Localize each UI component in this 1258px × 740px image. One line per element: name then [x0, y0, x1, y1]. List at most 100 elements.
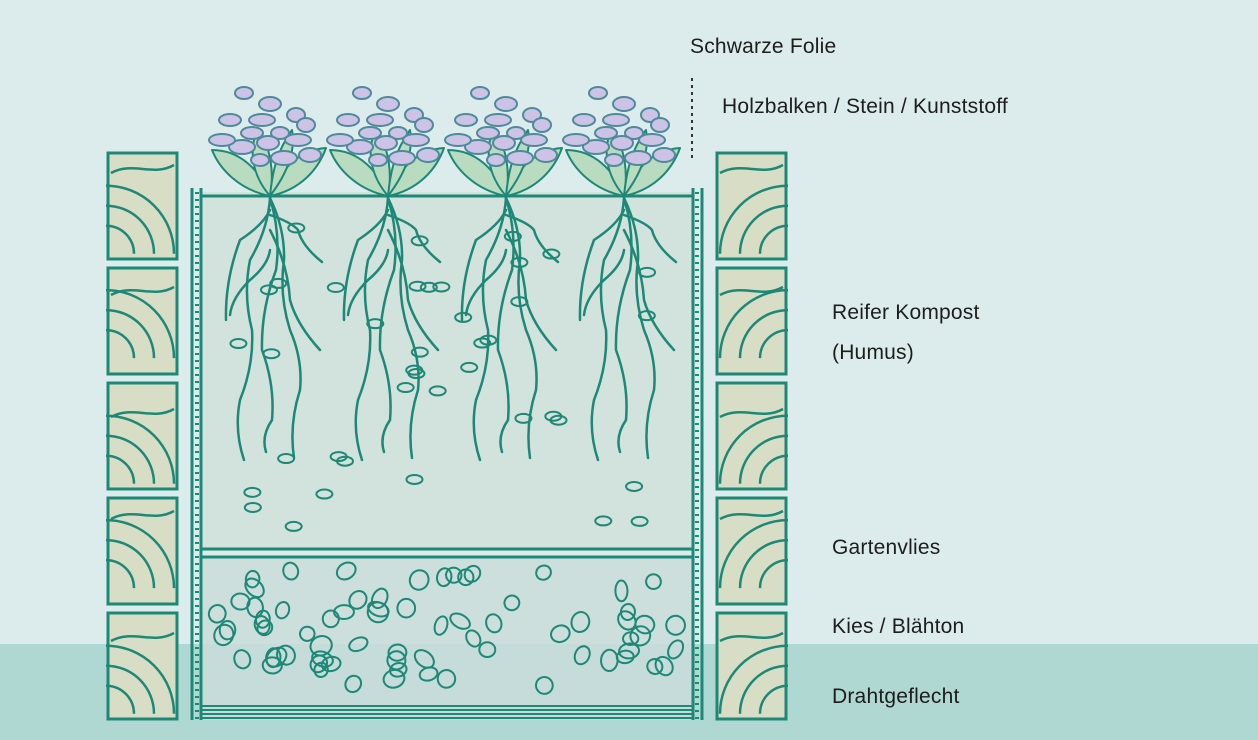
gravel-pebble [600, 648, 619, 673]
gravel-pebble [449, 612, 471, 630]
flower-bud [374, 135, 398, 151]
gravel-pebble [570, 611, 591, 634]
plant-root [268, 196, 302, 460]
gravel-pebble [645, 573, 662, 590]
plants [208, 86, 681, 462]
gravel-pebble [370, 587, 389, 610]
label-wire-mesh: Drahtgeflecht [832, 685, 960, 708]
gravel-pebble [387, 643, 408, 662]
plant [562, 86, 681, 462]
compost-particle [544, 410, 563, 422]
gravel-pebble [457, 568, 475, 587]
flower-bud [506, 126, 526, 140]
plant-root [386, 228, 440, 352]
flower-bud [402, 133, 430, 147]
flower-bud [444, 133, 472, 147]
gravel-pebble [382, 668, 406, 689]
flower-bud [270, 150, 298, 166]
bed-container [190, 188, 704, 720]
flower-bud [228, 139, 256, 155]
gravel-pebble [253, 615, 271, 635]
flower-bud [572, 113, 596, 127]
flower-bud [520, 133, 548, 147]
flower-bud [388, 126, 408, 140]
compost-particle [594, 515, 613, 527]
gravel-pebble [218, 619, 237, 641]
plant-root [590, 196, 626, 462]
flower-bud [562, 133, 590, 147]
plant-root [236, 196, 272, 462]
flower-bud [464, 139, 492, 155]
gravel-pebble [646, 658, 664, 675]
flower-bud [484, 113, 512, 127]
flower-bud [388, 150, 416, 166]
wall-block [715, 496, 789, 606]
flower-bud [594, 126, 618, 140]
gravel-pebble [261, 656, 283, 675]
plant-root [228, 248, 272, 317]
flower-bud [652, 147, 676, 163]
compost-particle [396, 382, 415, 394]
label-garden-fleece: Gartenvlies [832, 536, 941, 559]
flower-bud [270, 126, 290, 140]
plant-root [268, 228, 322, 352]
flower-bud [610, 135, 634, 151]
plant [208, 86, 327, 462]
plant-root [622, 196, 656, 460]
flower-bud [416, 147, 440, 163]
gravel-pebble [634, 614, 656, 635]
gravel-pebble [348, 636, 369, 653]
flower-bud [346, 139, 374, 155]
flower-bud [366, 113, 394, 127]
compost-particle [473, 337, 492, 349]
plant-root [354, 196, 390, 462]
flower-bud [470, 86, 490, 100]
gravel-pebble [207, 604, 227, 624]
flower-bud [352, 86, 372, 100]
gravel-pebble [667, 639, 685, 660]
gravel-pebble [478, 641, 497, 659]
flower-bud [376, 96, 400, 112]
gravel-pebble [311, 650, 334, 668]
gravel-pebble [503, 594, 521, 612]
compost-particle [542, 248, 561, 260]
plant-root [622, 213, 678, 264]
flower-bud [240, 126, 264, 140]
flower-bud [588, 86, 608, 100]
flower-bud [582, 139, 610, 155]
gravel-pebble [213, 623, 235, 647]
flower-bud [650, 117, 670, 133]
plant-root [472, 196, 508, 462]
plant-root [504, 213, 560, 264]
flower-bud [624, 150, 652, 166]
gravel-pebble [388, 661, 408, 678]
compost-particle [514, 412, 533, 424]
plant-root [342, 208, 390, 322]
gravel-pebble [654, 655, 674, 677]
wall-block [715, 151, 789, 261]
label-frame-material: Holzbalken / Stein / Kunststoff [722, 95, 1008, 118]
gravel-pebble [413, 649, 435, 669]
wall-block [105, 381, 179, 491]
plant-root [582, 248, 626, 317]
compost-particle [410, 235, 429, 247]
gravel-pebble [274, 601, 291, 620]
plant [444, 86, 563, 462]
gravel-pebble [619, 603, 636, 621]
compost-particle [243, 486, 262, 498]
gravel-pebble [550, 624, 571, 644]
flower-bud [492, 135, 516, 151]
gravel-pebble [618, 642, 641, 660]
gravel-pebble [573, 645, 591, 666]
gravel-pebble [233, 649, 252, 670]
gravel-pebble [244, 577, 265, 599]
flower-bud [258, 96, 282, 112]
flower-bud [476, 126, 500, 140]
plant [326, 86, 445, 462]
gravel-pebble [485, 613, 503, 634]
compost-particle [329, 451, 348, 463]
flower-bud [604, 153, 624, 167]
compost-particle [432, 281, 451, 293]
flower-bud [368, 153, 388, 167]
